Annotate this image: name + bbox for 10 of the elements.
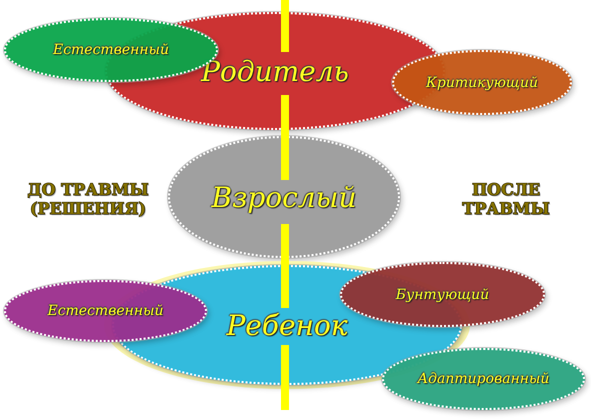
node-label: Бунтующий [396, 286, 490, 302]
node-label: Адаптированный [418, 371, 550, 387]
node-label: Естественный [52, 42, 170, 58]
side-label: ДО ТРАВМЫ (РЕШЕНИЯ) [26, 180, 150, 218]
node-label: Естественный [47, 303, 164, 319]
side-label: ПОСЛЕ ТРАВМЫ [461, 180, 551, 218]
node-label: Ребенок [226, 308, 348, 342]
node-label: Взрослый [212, 180, 356, 214]
node-label: Критикующий [426, 74, 538, 90]
node-label: Родитель [201, 54, 349, 88]
